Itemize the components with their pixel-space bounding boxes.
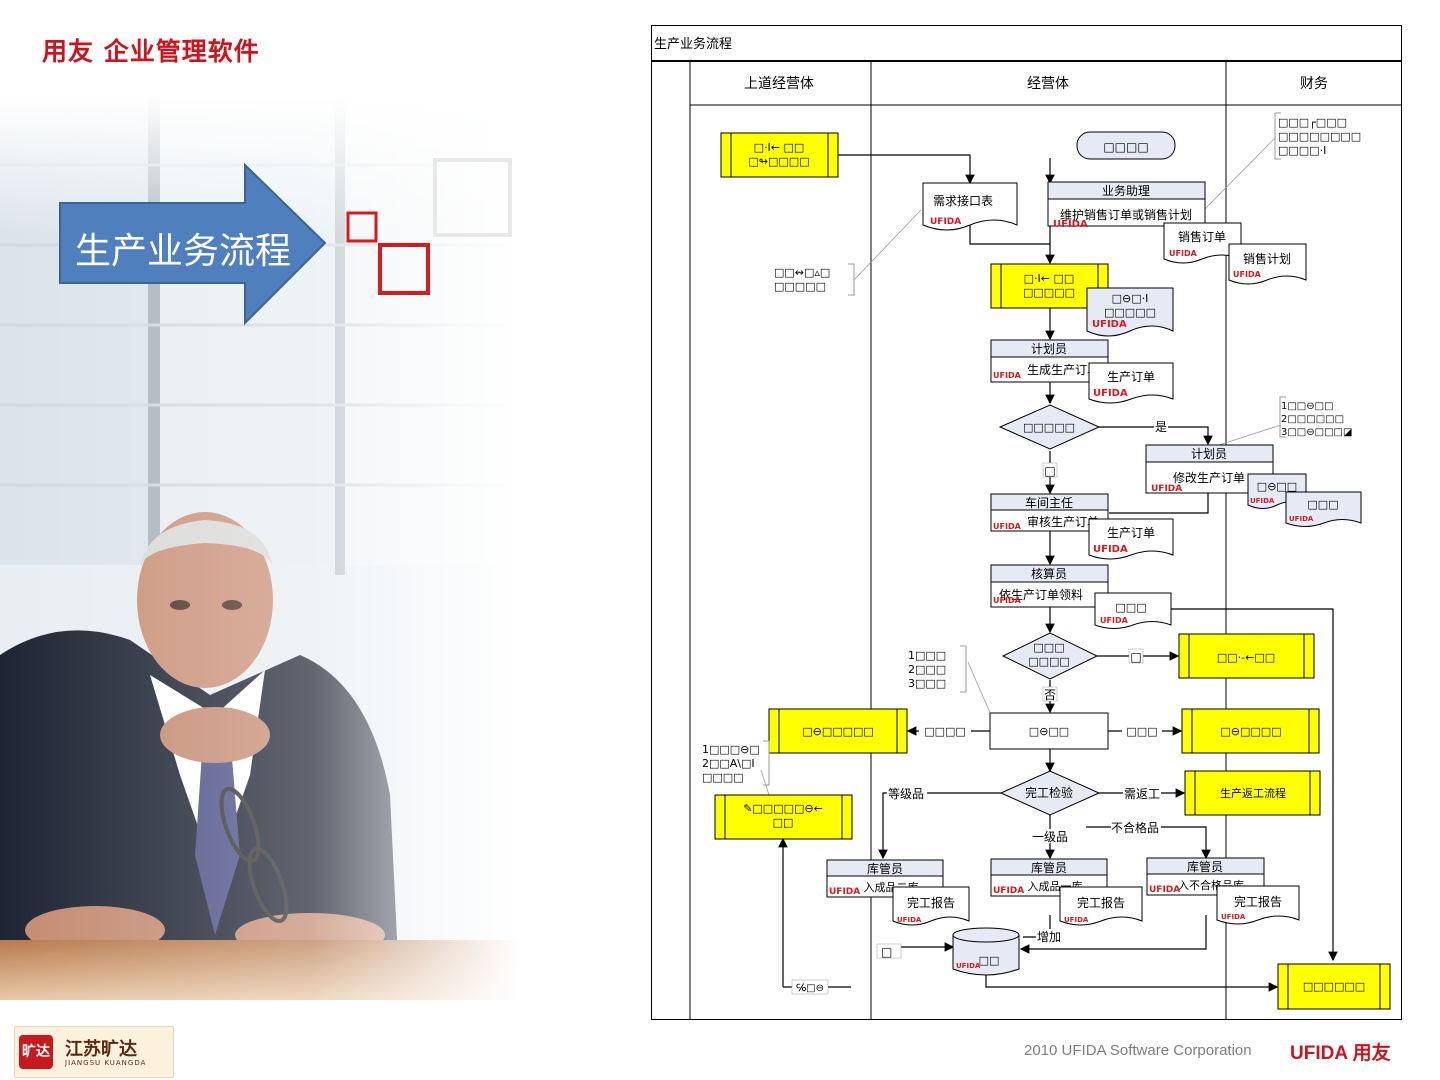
- bottom-label: ℅□⊖: [796, 983, 824, 994]
- corporation-text: 2010 UFIDA Software Corporation: [1024, 1042, 1252, 1059]
- brand-title: 用友 企业管理软件: [42, 37, 260, 66]
- side-list: 1□□□2□□□3□□□: [908, 649, 946, 690]
- rework-label: 需返工: [1124, 787, 1160, 801]
- scrap-box: ✎□□□□□⊖←□□: [743, 802, 823, 829]
- company-name-cn: 江苏旷达: [65, 1039, 137, 1060]
- ufida-tag: UFIDA: [1289, 515, 1314, 523]
- warehouse-2-role: 库管员: [1031, 860, 1067, 875]
- warehouse-1-role: 库管员: [867, 861, 903, 876]
- database-label: □□: [979, 954, 1000, 967]
- left-note-2: 1□□□⊖□2□□A\□Ⅰ□□□□: [702, 743, 760, 784]
- sales-task: 维护销售订单或销售计划: [1060, 207, 1192, 222]
- mrp-box: □·Ⅰ← □□□□□□□: [1023, 272, 1075, 299]
- cost-role: 核算员: [1031, 566, 1067, 581]
- cost-doc: □□□: [1115, 601, 1146, 614]
- decision-2: □□□□□□□: [1028, 641, 1070, 668]
- warehouse-3-role: 库管员: [1187, 859, 1223, 874]
- upstream-box: □·Ⅰ← □□□↬□□□□: [748, 141, 809, 168]
- modify-role: 计划员: [1191, 447, 1227, 461]
- subflow-1: □□·-←□□: [1217, 651, 1275, 664]
- ufida-tag: UFIDA: [1053, 219, 1088, 230]
- diagram-title: 生产业务流程: [654, 36, 732, 52]
- no-label-1: □: [1044, 464, 1055, 478]
- no-label-2: 否: [1044, 688, 1056, 702]
- first-grade-label: 一级品: [1032, 830, 1068, 844]
- ufida-tag: UFIDA: [829, 887, 860, 897]
- modify-doc-1: □⊖□□: [1257, 480, 1297, 493]
- po-doc: 生产订单: [1107, 370, 1155, 384]
- lane-header-upstream: 上道经营体: [744, 76, 814, 92]
- demand-doc: 需求接口表: [933, 193, 993, 208]
- right-subflow: □⊖□□□□: [1220, 725, 1281, 738]
- ufida-tag: UFIDA: [1093, 544, 1128, 555]
- stock-photo: [0, 95, 520, 1000]
- ufida-tag: UFIDA: [1093, 388, 1128, 399]
- company-logo-block: 旷达 江苏旷达 JIANGSU KUANGDA: [14, 1026, 174, 1078]
- rework-flow: 生产返工流程: [1220, 786, 1286, 800]
- ufida-tag: UFIDA: [1151, 484, 1182, 494]
- modify-doc-2: □□□: [1307, 498, 1338, 511]
- left-note: □□↭□▵□□□□□□: [774, 266, 830, 293]
- company-logo-mark: 旷达: [19, 1035, 53, 1069]
- ufida-tag: UFIDA: [993, 596, 1022, 605]
- sales-role: 业务助理: [1102, 183, 1150, 198]
- cost-task: 依生产订单领料: [999, 587, 1083, 602]
- process-flowchart: 生产业务流程 上道经营体 经营体 财务: [651, 25, 1403, 1025]
- ufida-tag: UFIDA: [1169, 249, 1198, 258]
- inspect-decision: 完工检验: [1025, 785, 1073, 800]
- ufida-tag: UFIDA: [1064, 916, 1089, 924]
- ufida-tag: UFIDA: [897, 916, 922, 924]
- sales-note: □□□┌□□□□□□□□□□□□□□□·Ⅰ: [1278, 116, 1361, 157]
- right-out-label: □□□: [1126, 725, 1157, 738]
- yes-label: 是: [1155, 420, 1167, 434]
- start-terminal: □□□□: [1103, 140, 1148, 154]
- lane-header-unit: 经营体: [1027, 76, 1069, 92]
- modify-task: 修改生产订单: [1173, 470, 1245, 485]
- ufida-tag: UFIDA: [956, 962, 981, 970]
- modify-note: 1□□⊖□□2□□□□□□3□□⊖□□□◪: [1281, 401, 1352, 438]
- left-out-label: □□□□: [924, 725, 966, 738]
- ufida-tag: UFIDA: [1149, 885, 1180, 895]
- small-label: □: [881, 945, 892, 959]
- add-label: 增加: [1037, 930, 1061, 944]
- title-arrow-label: 生产业务流程: [75, 231, 292, 272]
- ufida-tag: UFIDA: [1092, 319, 1127, 330]
- decision-1: □□□□□: [1023, 421, 1075, 434]
- report-1: 完工报告: [907, 895, 955, 910]
- ufida-tag: UFIDA: [993, 886, 1024, 896]
- mrp-doc: □⊖□·Ⅰ□□□□□: [1104, 292, 1156, 319]
- yes-short-label: □: [1130, 650, 1141, 664]
- lane-header-finance: 财务: [1300, 76, 1328, 92]
- ufida-logo: UFIDA 用友: [1290, 1043, 1391, 1064]
- workshop-task: 审核生产订单: [1027, 514, 1099, 529]
- ufida-tag: UFIDA: [993, 371, 1022, 380]
- sales-plan-doc: 销售计划: [1243, 251, 1291, 266]
- workshop-role: 车间主任: [1025, 495, 1073, 510]
- ufida-tag: UFIDA: [993, 522, 1022, 531]
- ufida-tag: UFIDA: [930, 217, 961, 227]
- planner-task: 生成生产订单: [1027, 363, 1099, 377]
- ufida-tag: UFIDA: [1221, 913, 1246, 921]
- report-2: 完工报告: [1077, 895, 1125, 910]
- ufida-tag: UFIDA: [1100, 616, 1129, 625]
- grade-label: 等级品: [888, 787, 924, 801]
- finance-box: □□□□□□: [1303, 980, 1365, 993]
- planner-role: 计划员: [1031, 342, 1067, 356]
- po-doc-2: 生产订单: [1107, 526, 1155, 540]
- ufida-tag: UFIDA: [1250, 497, 1275, 505]
- company-name-en: JIANGSU KUANGDA: [65, 1059, 147, 1067]
- ufida-tag: UFIDA: [1233, 270, 1262, 279]
- report-3: 完工报告: [1234, 894, 1282, 909]
- reject-label: 不合格品: [1111, 820, 1159, 835]
- process-box: □⊖□□: [1029, 725, 1069, 738]
- left-subflow: □⊖□□□□□: [802, 725, 874, 738]
- sales-order-doc: 销售订单: [1178, 229, 1226, 244]
